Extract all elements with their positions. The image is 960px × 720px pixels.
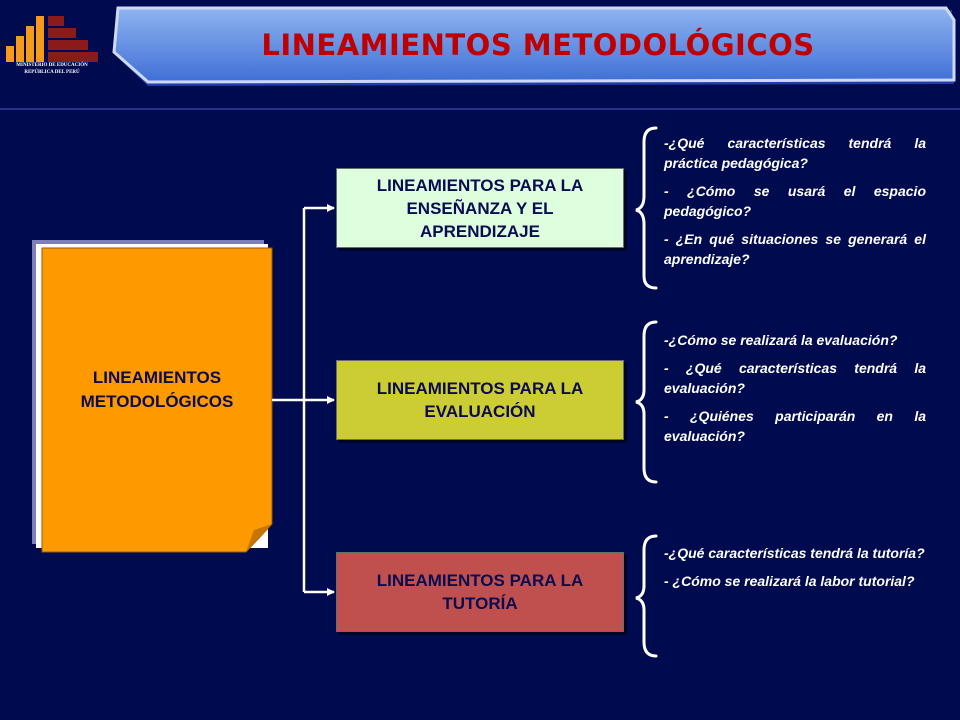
logo-line-1: MINISTERIO DE EDUCACIÓN [16, 63, 88, 68]
question-item: - ¿Qué características tendrá la evaluac… [664, 360, 926, 396]
question-item: - ¿Cómo se usará el espacio pedagógico? [664, 183, 926, 219]
question-item: -¿Qué características tendrá la tutoría? [664, 545, 925, 561]
question-item: - ¿Cómo se realizará la labor tutorial? [664, 573, 915, 589]
logo-bar-3 [26, 26, 34, 62]
doc-fold [246, 524, 272, 552]
question-item: -¿Qué características tendrá la práctica… [664, 135, 926, 171]
logo-block-4 [48, 52, 98, 62]
question-item: - ¿En qué situaciones se generará el apr… [664, 231, 926, 267]
questions-ensenanza: -¿Qué características tendrá la práctica… [664, 133, 926, 277]
question-item: -¿Cómo se realizará la evaluación? [664, 332, 898, 348]
logo-bar-2 [16, 36, 24, 62]
questions-tutoria: -¿Qué características tendrá la tutoría?… [664, 543, 926, 599]
question-item: - ¿Quiénes participarán en la evaluación… [664, 408, 926, 444]
logo-bar-1 [6, 46, 14, 62]
logo-caption: MINISTERIO DE EDUCACIÓN REPÚBLICA DEL PE… [2, 62, 102, 76]
brace-evaluacion [635, 320, 658, 484]
branch-label-tutoria: LINEAMIENTOS PARA LA TUTORÍA [376, 571, 584, 613]
questions-evaluacion: -¿Cómo se realizará la evaluación? - ¿Qu… [664, 330, 926, 454]
logo-block-3 [48, 40, 88, 50]
logo-block-1 [48, 16, 64, 26]
brace-tutoria [635, 534, 658, 658]
brace-ensenanza [635, 126, 658, 290]
logo-bar-4 [36, 16, 44, 62]
branch-box-tutoria: LINEAMIENTOS PARA LA TUTORÍA [336, 552, 624, 632]
branch-box-ensenanza: LINEAMIENTOS PARA LA ENSEÑANZA Y EL APRE… [336, 168, 624, 248]
branch-label-ensenanza: LINEAMIENTOS PARA LA ENSEÑANZA Y EL APRE… [376, 175, 584, 241]
header-separator [0, 108, 960, 110]
branch-label-evaluacion: LINEAMIENTOS PARA LA EVALUACIÓN [376, 379, 584, 421]
logo-block-2 [48, 28, 76, 38]
main-document-shape [32, 240, 273, 553]
ministry-logo [6, 16, 98, 62]
page-title: LINEAMIENTOS METODOLÓGICOS [261, 28, 815, 62]
main-node-label: LINEAMIENTOS METODOLÓGICOS [80, 368, 234, 411]
title-banner [112, 6, 956, 86]
logo-line-2: REPÚBLICA DEL PERÚ [24, 70, 80, 75]
banner-shape [112, 6, 956, 84]
branch-box-evaluacion: LINEAMIENTOS PARA LA EVALUACIÓN [336, 360, 624, 440]
